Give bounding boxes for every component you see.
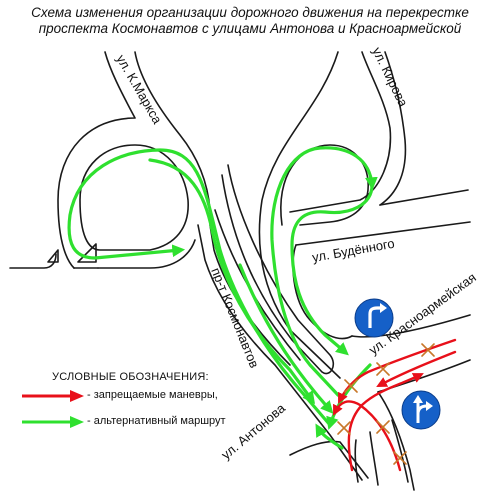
south-island-2 [369, 431, 379, 486]
street-label-antonova: ул. Антонова [218, 400, 288, 462]
green-route-east-return [290, 183, 374, 356]
kosmonavtov-left-edge [197, 224, 363, 481]
south-median [391, 419, 409, 483]
west-stub-1 [9, 253, 57, 269]
green-route-antonova [315, 423, 344, 450]
alternative-routes [67, 146, 378, 450]
map-title-line-1: Схема изменения организации дорожного дв… [31, 5, 469, 20]
straight-or-right-sign-icon [401, 390, 441, 430]
east-loop-outer [289, 51, 392, 213]
red-maneuver-2 [333, 400, 402, 472]
green-route-south [326, 363, 372, 430]
cross-mark [421, 343, 435, 357]
krasnoarmeyskaya-north-edge [351, 314, 471, 338]
street-label-budennogo: ул. Будённого [311, 236, 396, 265]
west-island-2 [47, 249, 59, 263]
street-label-kirova: ул. Кирова [369, 45, 411, 110]
antonova-west-edge [289, 440, 369, 479]
legend-forbidden-label: - запрещаемые маневры, [87, 389, 218, 401]
cross-mark [376, 362, 390, 376]
west-island [77, 243, 97, 263]
budennogo-north-edge [379, 189, 469, 206]
k-marksa-west-edge [57, 51, 136, 269]
legend-alternative-arrow [22, 416, 84, 428]
legend-alternative-label: - альтернативный маршрут [87, 415, 226, 427]
budennogo-south-edge [295, 221, 471, 246]
green-route-east-loop [270, 146, 378, 397]
green-route-kosmonavtov [148, 158, 316, 405]
cross-mark [393, 451, 407, 465]
red-maneuver-4 [376, 350, 457, 387]
south-island-1 [354, 439, 359, 483]
turn-right-sign-icon [354, 298, 394, 338]
red-maneuver-3 [347, 373, 424, 472]
cross-mark [344, 379, 358, 393]
legend-forbidden-arrow [22, 390, 84, 402]
south-east-edge [377, 391, 415, 491]
kirova-east-edge [379, 51, 407, 206]
cross-mark [376, 420, 390, 434]
cross-mark [337, 421, 351, 435]
legend-title: УСЛОВНЫЕ ОБОЗНАЧЕНИЯ: [52, 371, 209, 383]
green-route-kosmonavtov-south [238, 263, 334, 414]
west-loop-inner [79, 144, 189, 251]
k-marksa-east-edge [134, 51, 211, 211]
kirova-west-edge [258, 51, 341, 379]
west-loop-exit [97, 239, 196, 269]
road-outlines [9, 51, 471, 491]
map-title-line-2: проспекта Космонавтов с улицами Антонова… [38, 21, 462, 36]
cross-marks [337, 343, 435, 465]
red-maneuver-1 [338, 338, 457, 404]
